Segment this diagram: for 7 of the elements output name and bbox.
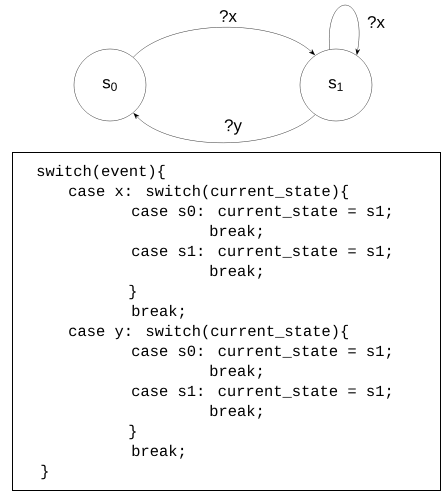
arrow — [329, 4, 360, 55]
arrow — [133, 27, 315, 58]
edge-label: ?x — [218, 9, 238, 23]
edge-label: ?x — [366, 15, 386, 29]
code-box: switch(event){ case x: switch(current_state){ case s0: current_state = s1; break; case s1: current_state = s1; break; } break; case y: switch(current_state){ case s0: current_state = s1; break; case s1: current_state = s1; break; } break; } — [12, 152, 441, 491]
arrow — [133, 112, 316, 144]
edge-label: ?y — [223, 118, 243, 136]
